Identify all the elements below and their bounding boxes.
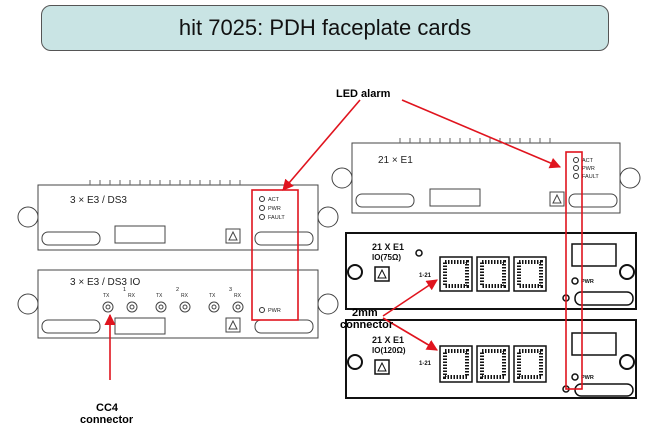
card-label: 21 × E1 <box>378 155 413 166</box>
card-e3-ds3-io: 3 × E3 / DS3 IO 1 TX RX 2 TX RX 3 TX RX … <box>17 269 339 339</box>
card-e3-ds3: 3 × E3 / DS3 ACT PWR FAULT <box>17 180 339 251</box>
led-label-fault: FAULT <box>268 215 285 221</box>
port-range-label: 1-21 <box>419 273 432 279</box>
led-label-fault: FAULT <box>582 174 599 180</box>
led-label-pwr: PWR <box>268 308 281 314</box>
card-label-line2: IO(75Ω) <box>372 253 401 262</box>
card-21-e1-io75: 21 X E1 IO(75Ω) 1-21 PWR <box>345 232 637 310</box>
callout-arrows <box>104 99 562 380</box>
port-tx-label: TX <box>209 293 216 299</box>
port-rx-label: RX <box>128 293 136 299</box>
port-rx-label: RX <box>234 293 242 299</box>
port-tx-label: TX <box>156 293 163 299</box>
connector-block <box>439 256 547 292</box>
cc4-connector-label-line2: connector <box>80 414 134 426</box>
card-label: 3 × E3 / DS3 <box>70 195 127 206</box>
port-rx-label: RX <box>181 293 189 299</box>
port-group-3-label: 3 <box>229 287 232 293</box>
page-title: hit 7025: PDH faceplate cards <box>178 15 472 40</box>
port-group-2-label: 2 <box>176 287 179 293</box>
led-label-act: ACT <box>582 158 594 164</box>
title-banner: hit 7025: PDH faceplate cards <box>41 5 609 51</box>
connector-block <box>439 345 547 383</box>
led-label-pwr: PWR <box>268 206 281 212</box>
port-tx-label: TX <box>103 293 110 299</box>
mm-connector-label-line1: 2mm <box>352 307 378 319</box>
mm-connector-label-line2: connector <box>340 319 394 331</box>
port-group-1-label: 1 <box>123 287 126 293</box>
led-label-pwr: PWR <box>582 166 595 172</box>
led-label-pwr: PWR <box>581 375 594 381</box>
card-label-line1: 21 X E1 <box>372 335 404 345</box>
card-label-line2: IO(120Ω) <box>372 346 406 355</box>
card-21-e1: 21 × E1 ACT PWR FAULT <box>331 138 641 214</box>
led-label-act: ACT <box>268 197 280 203</box>
card-label-line1: 21 X E1 <box>372 242 404 252</box>
card-label: 3 × E3 / DS3 IO <box>70 277 141 288</box>
card-21-e1-io120: 21 X E1 IO(120Ω) 1-21 PWR <box>345 319 637 399</box>
led-alarm-highlight <box>251 151 583 390</box>
led-label-pwr: PWR <box>581 279 594 285</box>
cc4-connector-label-line1: CC4 <box>96 402 119 414</box>
led-alarm-label: LED alarm <box>336 88 391 100</box>
port-range-label: 1-21 <box>419 361 432 367</box>
